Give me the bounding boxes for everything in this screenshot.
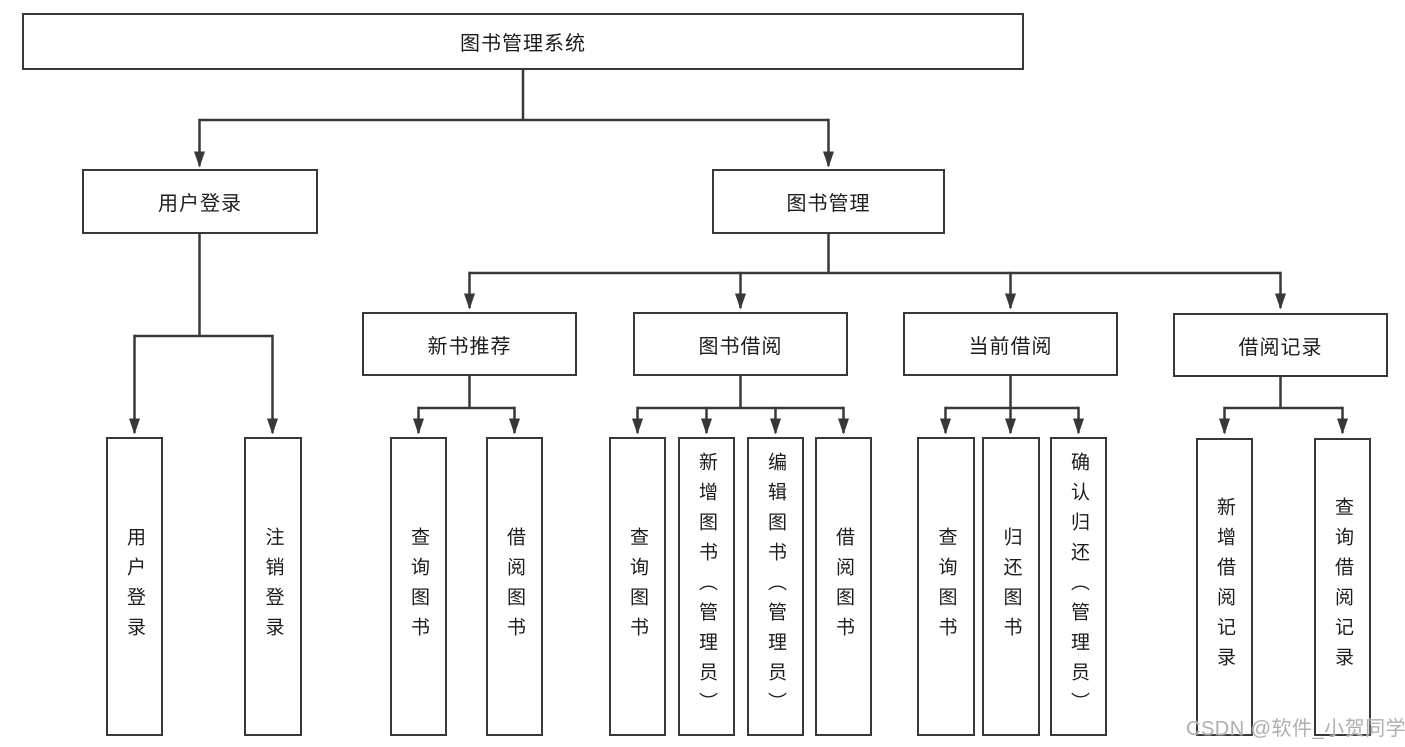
node-label: 借阅图书 xyxy=(504,526,525,647)
node-label: 查询图书 xyxy=(627,526,648,647)
leaf-confirm-return-admin: 确认归还（管理员） xyxy=(1050,437,1107,736)
node-label: 新增图书（管理员） xyxy=(696,451,717,722)
node-label: 图书管理 xyxy=(786,193,871,215)
node-label: 图书借阅 xyxy=(698,335,783,358)
node-label: 编辑图书（管理员） xyxy=(765,451,786,722)
leaf-query-book-recommend: 查询图书 xyxy=(390,437,447,736)
leaf-add-book-admin: 新增图书（管理员） xyxy=(678,437,735,736)
node-label: 借阅图书 xyxy=(833,526,854,647)
node-user-login: 用户登录 xyxy=(82,169,318,234)
node-label: 新书推荐 xyxy=(427,335,512,358)
leaf-borrow-book: 借阅图书 xyxy=(815,437,872,736)
node-book-borrow: 图书借阅 xyxy=(633,312,848,376)
node-current-borrow: 当前借阅 xyxy=(903,312,1118,376)
leaf-query-book-current: 查询图书 xyxy=(917,437,975,736)
leaf-add-borrow-record: 新增借阅记录 xyxy=(1196,438,1253,736)
csdn-watermark: CSDN @软件_小贺同学 xyxy=(1186,718,1405,740)
node-new-book-recommend: 新书推荐 xyxy=(362,312,577,376)
node-borrow-record: 借阅记录 xyxy=(1173,313,1388,377)
node-book-management: 图书管理 xyxy=(712,169,945,234)
leaf-borrow-book-recommend: 借阅图书 xyxy=(486,437,543,736)
leaf-query-book-borrow: 查询图书 xyxy=(609,437,666,736)
node-label: 归还图书 xyxy=(1000,526,1022,647)
leaf-return-book: 归还图书 xyxy=(982,437,1040,736)
node-label: 查询图书 xyxy=(935,526,957,647)
node-label: 用户登录 xyxy=(158,193,242,215)
node-label: 当前借阅 xyxy=(968,335,1053,358)
leaf-user-login: 用户登录 xyxy=(106,437,163,736)
node-label: 查询图书 xyxy=(408,526,429,647)
node-label: 图书管理系统 xyxy=(460,33,586,55)
leaf-edit-book-admin: 编辑图书（管理员） xyxy=(747,437,804,736)
leaf-query-borrow-record: 查询借阅记录 xyxy=(1314,438,1371,736)
leaf-logout: 注销登录 xyxy=(244,437,302,736)
node-label: 用户登录 xyxy=(124,526,145,647)
node-label: 确认归还（管理员） xyxy=(1068,451,1089,722)
node-label: 注销登录 xyxy=(262,526,284,647)
node-library-management-system: 图书管理系统 xyxy=(22,13,1024,70)
node-label: 新增借阅记录 xyxy=(1214,497,1235,677)
node-label: 查询借阅记录 xyxy=(1332,497,1353,677)
node-label: 借阅记录 xyxy=(1238,336,1323,359)
